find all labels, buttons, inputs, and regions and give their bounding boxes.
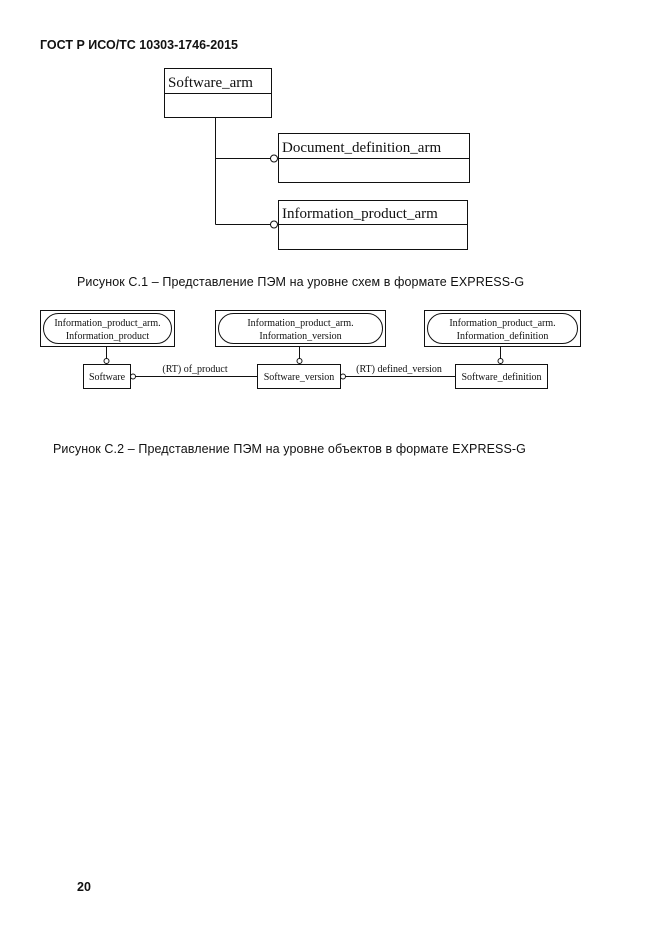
figure-caption-c2: Рисунок С.2 – Представление ПЭМ на уровн… — [53, 442, 526, 456]
entity-box-software-version — [257, 364, 341, 389]
reference-label-3-line2: Information_definition — [457, 331, 549, 342]
relation-circle-of-product — [130, 373, 136, 380]
reference-box-information-product — [40, 310, 175, 347]
schema-diagram — [164, 68, 470, 250]
connector-circle-version-ref — [296, 358, 303, 364]
schema-connector-circle-2 — [270, 220, 278, 229]
reference-label-1-line2: Information_product — [66, 331, 150, 342]
reference-label-3-line1: Information_product_arm. — [449, 318, 555, 329]
schema-connector-circle-1 — [270, 154, 278, 163]
reference-label-2-line1: Information_product_arm. — [247, 318, 353, 329]
entity-label-software: Software — [89, 372, 126, 383]
reference-box-information-version — [215, 310, 386, 347]
relation-circle-defined-version — [340, 373, 346, 380]
schema-box-information-product-arm — [278, 200, 468, 250]
page-number: 20 — [77, 880, 91, 894]
schema-box-document-definition-arm — [278, 133, 470, 183]
reference-label-1-line1: Information_product_arm. — [54, 318, 160, 329]
schema-box-software-arm — [164, 68, 272, 118]
document-header: ГОСТ Р ИСО/ТС 10303-1746-2015 — [40, 38, 239, 52]
schema-label-information-product-arm: Information_product_arm — [282, 206, 438, 222]
schema-label-software-arm: Software_arm — [168, 75, 253, 91]
reference-label-2-line2: Information_version — [259, 331, 341, 342]
entity-diagram — [40, 310, 581, 389]
relation-label-of-product: (RT) of_product — [162, 364, 227, 375]
relation-label-defined-version: (RT) defined_version — [356, 364, 442, 375]
connector-circle-definition-ref — [497, 358, 504, 364]
entity-label-software-definition: Software_definition — [462, 372, 542, 383]
schema-label-document-definition-arm: Document_definition_arm — [282, 140, 441, 156]
connector-circle-software-ref — [103, 358, 110, 364]
entity-box-software-definition — [455, 364, 548, 389]
reference-box-information-definition — [424, 310, 581, 347]
figure-caption-c1: Рисунок С.1 – Представление ПЭМ на уровн… — [77, 275, 525, 289]
entity-label-software-version: Software_version — [264, 372, 335, 383]
